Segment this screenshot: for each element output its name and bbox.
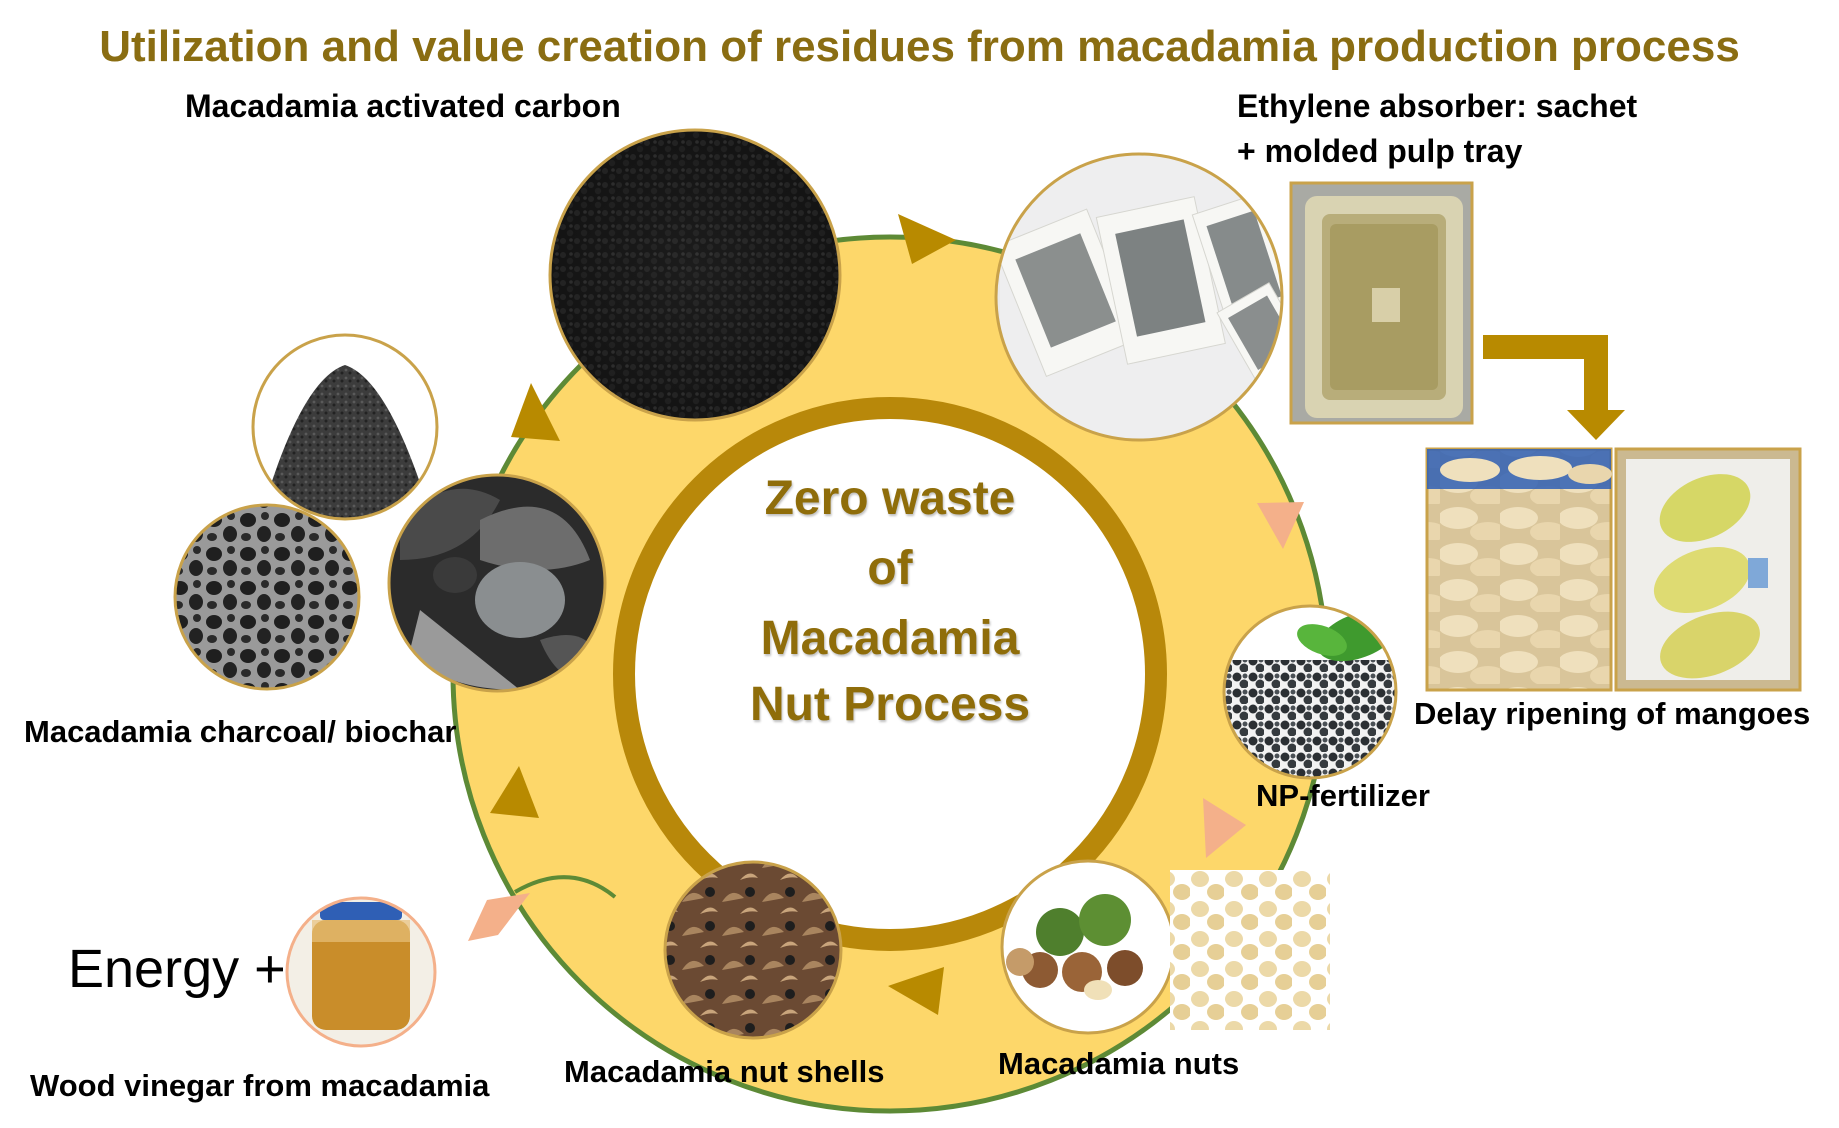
diagram-title: Utilization and value creation of residu… bbox=[99, 22, 1740, 71]
macadamia-kernels-photo bbox=[1170, 870, 1330, 1030]
nut-shells-photo bbox=[663, 860, 843, 1040]
carbon-pile-photo bbox=[251, 333, 439, 521]
macadamia-nuts-photo bbox=[1000, 859, 1176, 1035]
arrow-to-activated-carbon bbox=[511, 383, 560, 441]
arrow-to-mangoes-head bbox=[1567, 410, 1625, 440]
center-line-2: of bbox=[867, 542, 913, 595]
center-line-3: Macadamia bbox=[760, 612, 1020, 665]
label-activated-carbon: Macadamia activated carbon bbox=[185, 88, 621, 124]
center-line-1: Zero waste bbox=[764, 472, 1016, 525]
label-ethylene-absorber-1: Ethylene absorber: sachet bbox=[1237, 88, 1638, 124]
ring-inner-border bbox=[613, 397, 1167, 951]
arrow-to-charcoal bbox=[490, 766, 539, 818]
label-charcoal-biochar: Macadamia charcoal/ biochar bbox=[24, 714, 457, 749]
cycle-arrows bbox=[468, 214, 1625, 1015]
arrow-to-nuts bbox=[1203, 798, 1246, 858]
label-macadamia-nuts: Macadamia nuts bbox=[998, 1046, 1240, 1081]
arrow-from-ethylene bbox=[1257, 502, 1304, 549]
arrow-to-shells bbox=[888, 967, 944, 1015]
mango-box-photo bbox=[1614, 447, 1802, 692]
mango-crate-photo bbox=[1425, 447, 1613, 692]
arrow-to-wood-vinegar bbox=[468, 893, 530, 941]
arrow-to-wood-vinegar-curve bbox=[513, 875, 617, 899]
wood-vinegar-photo bbox=[285, 896, 437, 1048]
biochar-sem-photo bbox=[173, 503, 361, 691]
ethylene-sachet-photo bbox=[994, 152, 1284, 442]
label-nut-shells: Macadamia nut shells bbox=[564, 1054, 885, 1089]
np-fertilizer-photo bbox=[1222, 604, 1398, 780]
label-wood-vinegar: Wood vinegar from macadamia bbox=[30, 1068, 490, 1103]
charcoal-photo bbox=[387, 473, 607, 693]
label-energy: Energy + bbox=[68, 939, 286, 999]
arrow-to-sachet bbox=[898, 214, 956, 264]
center-line-4: Nut Process bbox=[749, 678, 1031, 731]
label-delay-ripening: Delay ripening of mangoes bbox=[1414, 696, 1811, 731]
molded-pulp-tray-photo bbox=[1289, 181, 1474, 425]
label-ethylene-absorber-2: + molded pulp tray bbox=[1237, 133, 1523, 169]
activated-carbon-photo bbox=[548, 128, 842, 422]
label-np-fertilizer: NP-fertilizer bbox=[1256, 778, 1430, 813]
cycle-ring bbox=[450, 234, 1330, 1114]
arrow-to-mangoes bbox=[1483, 335, 1608, 410]
